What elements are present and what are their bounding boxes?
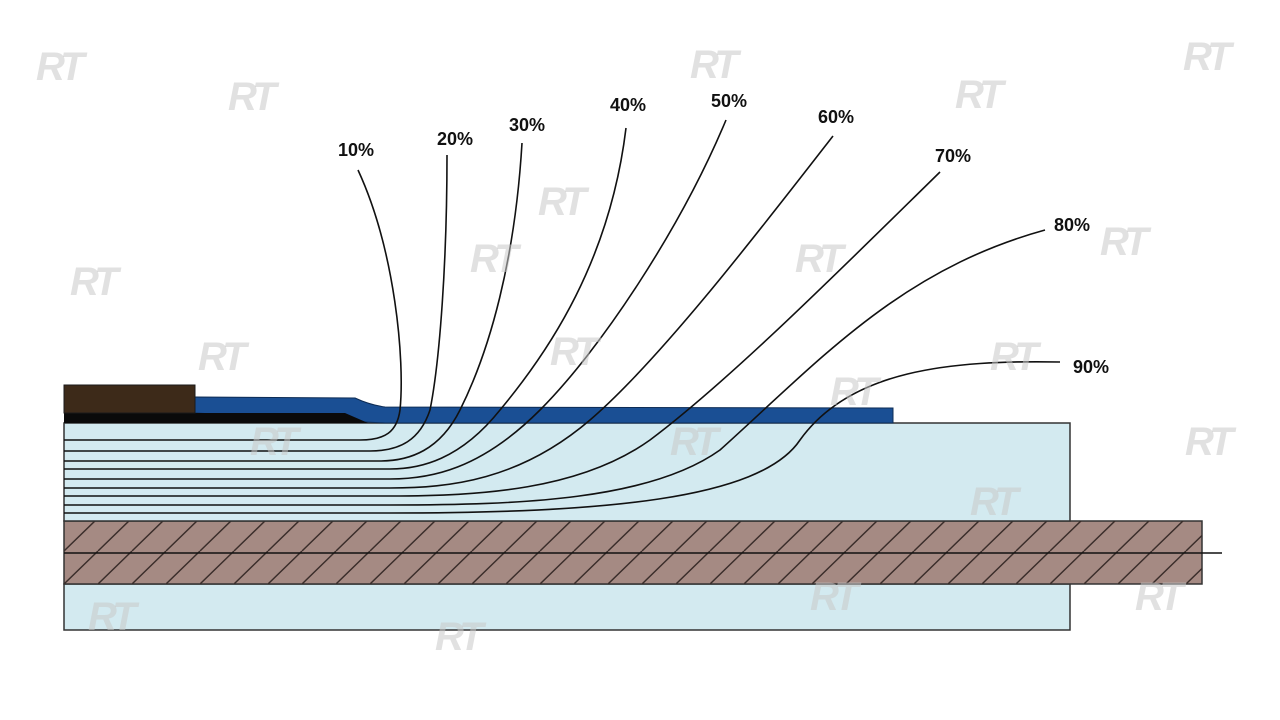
semiconductive-screen [64, 413, 368, 423]
label-20: 20% [437, 129, 473, 149]
label-10: 10% [338, 140, 374, 160]
watermark-logo: RT [970, 480, 1022, 524]
watermark-logo: RT [198, 335, 250, 379]
watermark-logo: RT [1185, 420, 1237, 464]
label-60: 60% [818, 107, 854, 127]
watermark-logo: RT [690, 43, 742, 87]
watermark-logo: RT [810, 575, 862, 619]
watermark-logo: RT [470, 237, 522, 281]
watermark-logo: RT [36, 45, 88, 89]
equipotential-line-20 [64, 154, 448, 452]
watermark-logo: RT [70, 260, 122, 304]
watermark-logo: RT [538, 180, 590, 224]
watermark-logo: RT [830, 370, 882, 414]
equipotential-line-50 [64, 119, 727, 480]
label-30: 30% [509, 115, 545, 135]
cable-jacket [63, 384, 196, 414]
lower-insulation [63, 583, 1071, 631]
label-40: 40% [610, 95, 646, 115]
equipotential-line-80 [64, 229, 1046, 506]
label-50: 50% [711, 91, 747, 111]
label-80: 80% [1054, 215, 1090, 235]
watermark-logo: RT [550, 330, 602, 374]
equipotential-line-70 [64, 171, 941, 497]
percentage-labels: 10% 20% 30% 40% 50% 60% 70% 80% 90% [338, 91, 1109, 377]
watermark-logo: RT [955, 73, 1007, 117]
watermark-logo: RT [88, 595, 140, 639]
equipotential-line-60 [64, 135, 834, 489]
equipotential-line-30 [64, 142, 523, 462]
watermark-logo: RT [795, 237, 847, 281]
watermark-logo: RT [1135, 575, 1187, 619]
equipotential-line-90 [64, 360, 1061, 514]
watermark-logo: RT [990, 335, 1042, 379]
watermark-logo: RT [250, 420, 302, 464]
watermark-logo: RT [1100, 220, 1152, 264]
watermark-logo: RT [228, 75, 280, 119]
equipotential-lines [64, 119, 1061, 514]
watermark-logo: RT [670, 420, 722, 464]
stress-control-layer [194, 396, 894, 424]
watermark-logo: RT [1183, 35, 1235, 79]
watermark-logo: RT [435, 615, 487, 659]
equipotential-line-10 [64, 169, 402, 441]
label-70: 70% [935, 146, 971, 166]
equipotential-line-40 [64, 127, 627, 470]
label-90: 90% [1073, 357, 1109, 377]
